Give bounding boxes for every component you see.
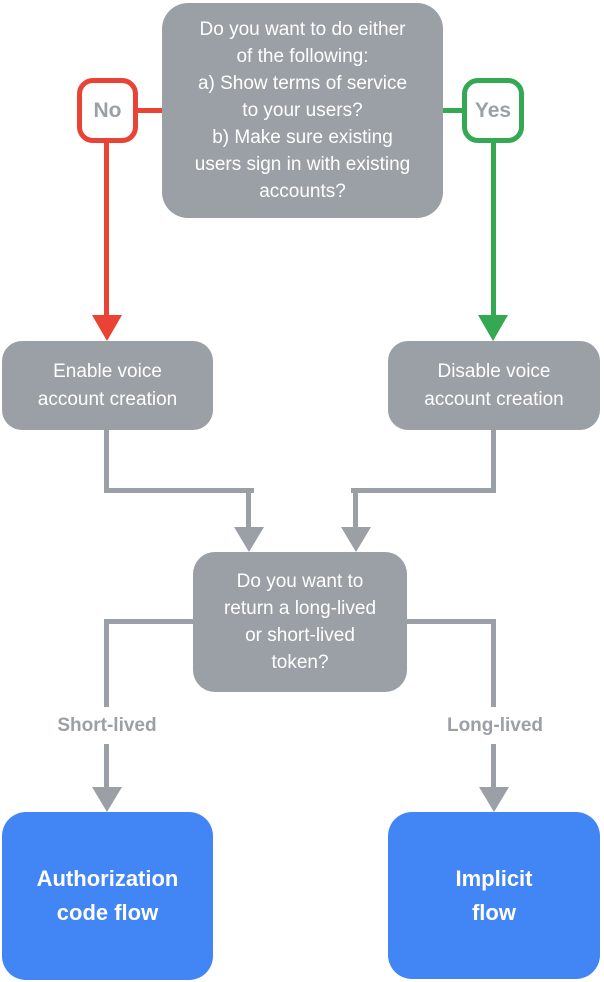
token-question-box: Do you want to return a long-lived or sh…	[193, 552, 407, 692]
connector-disable-elbow-down	[353, 488, 358, 530]
implicit-flow-box: Implicit flow	[388, 812, 600, 979]
connector-longlived-horizontal	[407, 619, 496, 624]
connector-disable-horizontal	[351, 488, 496, 493]
arrowhead-no-icon	[92, 315, 122, 341]
connector-no-horizontal	[136, 108, 164, 113]
connector-yes-vertical	[491, 140, 496, 316]
arrowhead-shortlived-icon	[92, 787, 122, 812]
connector-longlived-vertical	[491, 619, 496, 789]
enable-voice-box: Enable voice account creation	[2, 341, 213, 430]
connector-shortlived-vertical	[104, 619, 109, 789]
disable-voice-box: Disable voice account creation	[388, 341, 600, 430]
yes-badge: Yes	[462, 78, 524, 143]
question-terms-box: Do you want to do either of the followin…	[162, 3, 443, 218]
arrowhead-enable-icon	[234, 527, 264, 552]
connector-enable-elbow-down	[246, 488, 251, 530]
arrowhead-yes-icon	[478, 315, 508, 341]
arrowhead-disable-icon	[341, 527, 371, 552]
connector-disable-down	[491, 430, 496, 493]
no-badge: No	[77, 78, 138, 143]
connector-yes-horizontal	[441, 108, 464, 113]
connector-shortlived-horizontal	[104, 619, 193, 624]
arrowhead-longlived-icon	[479, 787, 509, 812]
authorization-code-flow-box: Authorization code flow	[2, 812, 213, 980]
long-lived-label: Long-lived	[410, 707, 580, 744]
connector-enable-down	[104, 430, 109, 493]
connector-enable-horizontal	[104, 488, 254, 493]
short-lived-label: Short-lived	[22, 707, 192, 744]
connector-no-vertical	[104, 140, 109, 316]
